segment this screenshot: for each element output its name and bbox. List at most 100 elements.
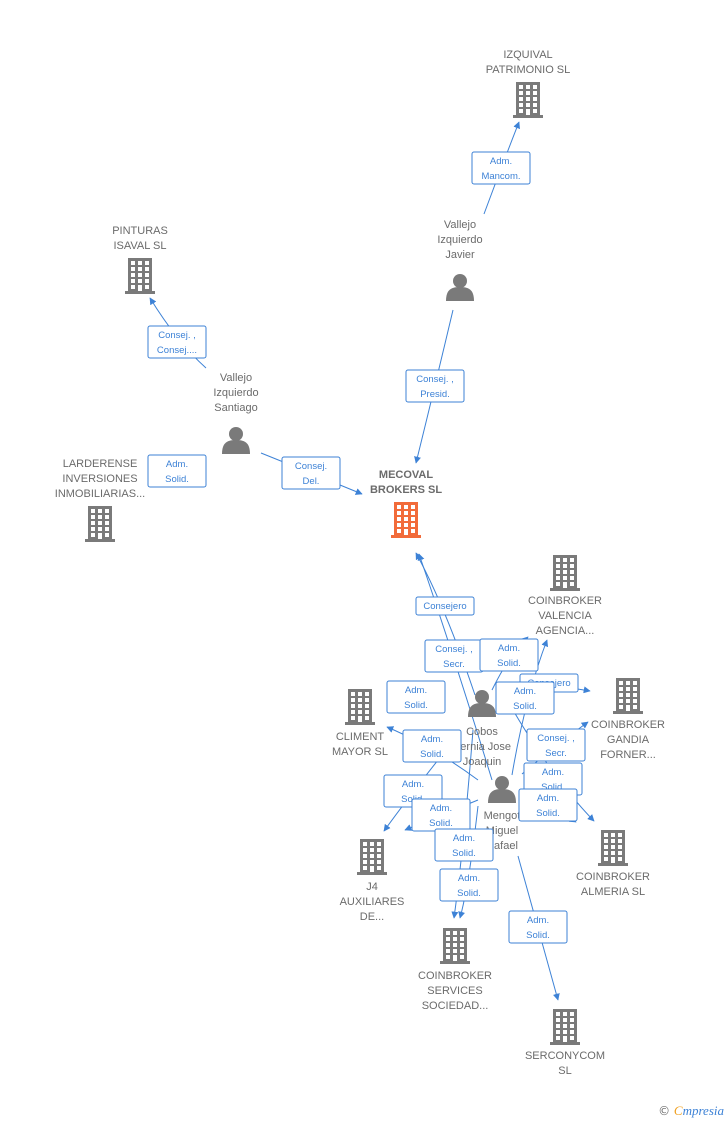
edge-role-text: Solid. (536, 808, 560, 819)
edge-role-label[interactable]: Adm. Solid. (386, 680, 446, 714)
edge-role-text: Secr. (545, 748, 567, 759)
edge-role-label[interactable]: Consej. , Consej.... (147, 325, 207, 359)
copyright-symbol: © (658, 1104, 671, 1118)
edge-role-text: Adm. (542, 767, 564, 778)
edge-role-text: Adm. (421, 734, 443, 745)
building-icon (85, 506, 115, 542)
edge-role-label[interactable]: Adm. Mancom. (471, 151, 531, 185)
edge-role-text: Secr. (443, 659, 465, 670)
person-icon (468, 690, 496, 717)
edge-role-label[interactable]: Consej. Del. (281, 456, 341, 490)
edge-role-text: Solid. (497, 658, 521, 669)
edge-role-text: Adm. (405, 685, 427, 696)
edge-role-label[interactable]: Adm. Solid. (518, 788, 578, 822)
building-icon (125, 258, 155, 294)
footer-brand: © Cmpresia (658, 1103, 724, 1119)
edge-role-text: Consej.... (157, 345, 197, 356)
edge-role-text: Mancom. (481, 171, 520, 182)
edge-role-label[interactable]: Adm.Solid. (411, 798, 471, 832)
edge-role-text: Adm. (402, 779, 424, 790)
edge-role-text: Solid. (404, 700, 428, 711)
logo-rest: mpresia (682, 1103, 724, 1118)
building-icon (550, 1009, 580, 1045)
edge-role-text: Consejero (423, 601, 466, 612)
edge-role-text: Del. (303, 476, 320, 487)
edge-role-text: Adm. (166, 459, 188, 470)
edge-role-label[interactable]: Adm.Solid. (508, 910, 568, 944)
edge-role-label[interactable]: Adm. Solid. (495, 681, 555, 715)
edge-role-text: Adm. (537, 793, 559, 804)
building-icon (598, 830, 628, 866)
edge-role-label[interactable]: Adm. Solid. (434, 828, 494, 862)
building-icon (391, 502, 421, 538)
building-icon (357, 839, 387, 875)
edge-role-text: Adm. (498, 643, 520, 654)
building-icon (513, 82, 543, 118)
building-icon (345, 689, 375, 725)
edge-role-text: Consej. , (416, 374, 454, 385)
edge-role-label[interactable]: Adm. Solid. (479, 638, 539, 672)
person-icon (488, 776, 516, 803)
building-icon (550, 555, 580, 591)
edge-role-label[interactable]: Consej. ,Secr. (424, 639, 484, 673)
edge-role-text: Consej. , (158, 330, 196, 341)
logo-initial: C (673, 1103, 683, 1118)
edge-role-text: Solid. (541, 782, 565, 793)
edge-role-text: Solid. (452, 848, 476, 859)
person-icon (222, 427, 250, 454)
edge-role-label[interactable]: Consej. ,Presid. (405, 369, 465, 403)
edge-role-label[interactable]: Consejero (415, 596, 475, 616)
edge-role-label[interactable]: Adm.Solid. (439, 868, 499, 902)
edge-cobos-to-mecoval (415, 552, 476, 696)
empresia-logo[interactable]: Cmpresia (674, 1103, 724, 1118)
edge-role-label[interactable]: Adm. Solid. (402, 729, 462, 763)
edge-labels-layer: Adm.Mancom.Consej. ,Presid.Consej. ,Cons… (147, 151, 586, 944)
edge-role-text: Adm. (490, 156, 512, 167)
edge-role-text: Consej. , (537, 733, 575, 744)
edge-role-text: Adm. (430, 803, 452, 814)
edge-role-text: Solid. (513, 701, 537, 712)
edge-role-text: Adm. (453, 833, 475, 844)
edge-role-text: Solid. (420, 749, 444, 760)
building-icon (440, 928, 470, 964)
edge-role-label[interactable]: Adm. Solid. (147, 454, 207, 488)
edge-role-label[interactable]: Consej. , Secr. (526, 728, 586, 762)
edge-role-text: Consej. (295, 461, 327, 472)
edge-role-text: Adm. (527, 915, 549, 926)
edge-role-text: Adm. (514, 686, 536, 697)
edge-role-text: Solid. (165, 474, 189, 485)
person-icon (446, 274, 474, 301)
